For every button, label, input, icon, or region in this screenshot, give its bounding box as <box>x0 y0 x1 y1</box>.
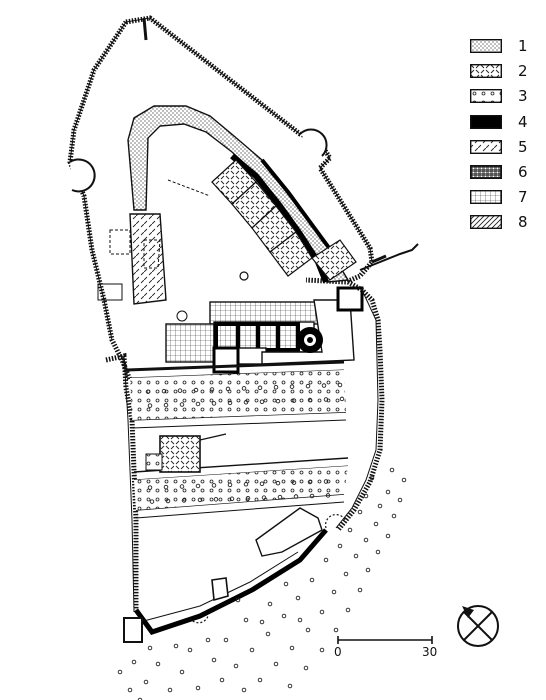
terrace-dot <box>163 484 169 490</box>
terrace-dot <box>257 385 263 391</box>
terrace-dot <box>227 400 233 406</box>
legend-number: 7 <box>518 188 528 207</box>
terrace-dot <box>259 399 265 404</box>
west-bastion <box>69 158 96 193</box>
legend-number: 3 <box>518 87 528 106</box>
legend-item: 3 <box>470 86 540 111</box>
legend-number: 1 <box>518 37 528 55</box>
bailey-building <box>159 435 201 473</box>
terrace-dot <box>245 495 251 501</box>
legend-number: 8 <box>518 213 528 232</box>
legend-swatch <box>470 139 502 154</box>
middle-terrace <box>134 466 348 510</box>
terrace-dot <box>225 386 231 392</box>
outer-bailey-east-wall <box>336 279 385 532</box>
terrace-dot <box>305 383 311 389</box>
terrace-dot <box>165 498 171 504</box>
legend-swatch <box>470 114 502 129</box>
west-inner-building <box>129 213 167 305</box>
terrace-dot <box>179 402 185 407</box>
terrace-dot <box>163 402 169 408</box>
north-terrace <box>130 370 346 420</box>
outer-west-wall <box>67 20 133 381</box>
terrace-dot <box>197 497 203 503</box>
terrace-dot <box>149 499 155 504</box>
terrace-dot <box>147 403 153 408</box>
legend-item: 1 <box>470 36 540 61</box>
north-arrow-icon <box>457 605 499 647</box>
terrace-dot <box>321 383 327 388</box>
terrace-dot <box>261 495 267 500</box>
terrace-dot <box>339 396 345 402</box>
terrace-dot <box>229 496 235 502</box>
terrace-dot <box>147 485 153 490</box>
legend-item: 4 <box>470 112 540 137</box>
terrace-dot <box>277 494 283 500</box>
terrace-dot <box>309 493 315 499</box>
terrace-dot <box>323 397 329 402</box>
legend-number: 6 <box>518 162 528 181</box>
terrace-dot <box>337 382 343 388</box>
terrace-dot <box>227 482 233 488</box>
legend-item: 6 <box>470 162 540 187</box>
legend-item: 8 <box>470 212 540 237</box>
well-icon <box>239 271 249 281</box>
terrace-dot <box>241 386 247 391</box>
terrace-dot <box>211 483 217 488</box>
palace-block <box>165 299 355 374</box>
terrace-dot <box>145 389 151 394</box>
scale-start-label: 0 <box>334 645 342 659</box>
legend-number: 2 <box>518 62 528 81</box>
terrain-dots <box>117 467 407 700</box>
terrace-dot <box>243 482 249 487</box>
terrace-dot <box>325 493 331 498</box>
terrace-dot <box>273 384 279 390</box>
terrace-dot <box>181 498 187 503</box>
terrace-dot <box>211 401 217 406</box>
legend: 1 2 3 4 5 6 7 8 <box>470 36 540 238</box>
terrace-dot <box>177 388 183 393</box>
terrace-dot <box>161 388 167 394</box>
legend-item: 7 <box>470 187 540 212</box>
terrace-dot <box>259 481 265 486</box>
legend-swatch <box>470 215 502 230</box>
northeast-bastion <box>299 128 328 157</box>
terrace-dot <box>291 480 297 485</box>
legend-item: 2 <box>470 61 540 86</box>
north-wing-rooms <box>211 159 357 281</box>
terrace-dot <box>291 398 297 403</box>
terrace-dot <box>213 497 219 502</box>
legend-swatch <box>470 64 502 79</box>
terrace-dot <box>195 483 201 489</box>
terrace-dot <box>179 484 185 489</box>
terrace-dot <box>323 479 329 484</box>
terrace-dot <box>193 387 199 393</box>
east-gate-tower <box>336 286 364 312</box>
terrace-dot <box>293 494 299 499</box>
terrace-dot <box>275 398 281 404</box>
legend-number: 4 <box>518 112 528 131</box>
terrace-dot <box>243 400 249 405</box>
terrace-dot <box>289 384 295 389</box>
terrace-dot <box>307 479 313 485</box>
terrace-dot <box>195 401 201 407</box>
scale-end-label: 30 <box>422 645 437 659</box>
terrace-dot <box>307 397 313 403</box>
legend-number: 5 <box>518 137 528 156</box>
legend-swatch <box>470 164 502 179</box>
scale-bar: 0 30 <box>334 636 437 659</box>
legend-swatch <box>470 190 502 205</box>
south-wall <box>133 528 328 635</box>
legend-swatch <box>470 39 502 53</box>
legend-item: 5 <box>470 137 540 162</box>
terrace-dot <box>209 387 215 392</box>
terrace-dot <box>275 480 281 486</box>
legend-swatch <box>470 89 502 104</box>
